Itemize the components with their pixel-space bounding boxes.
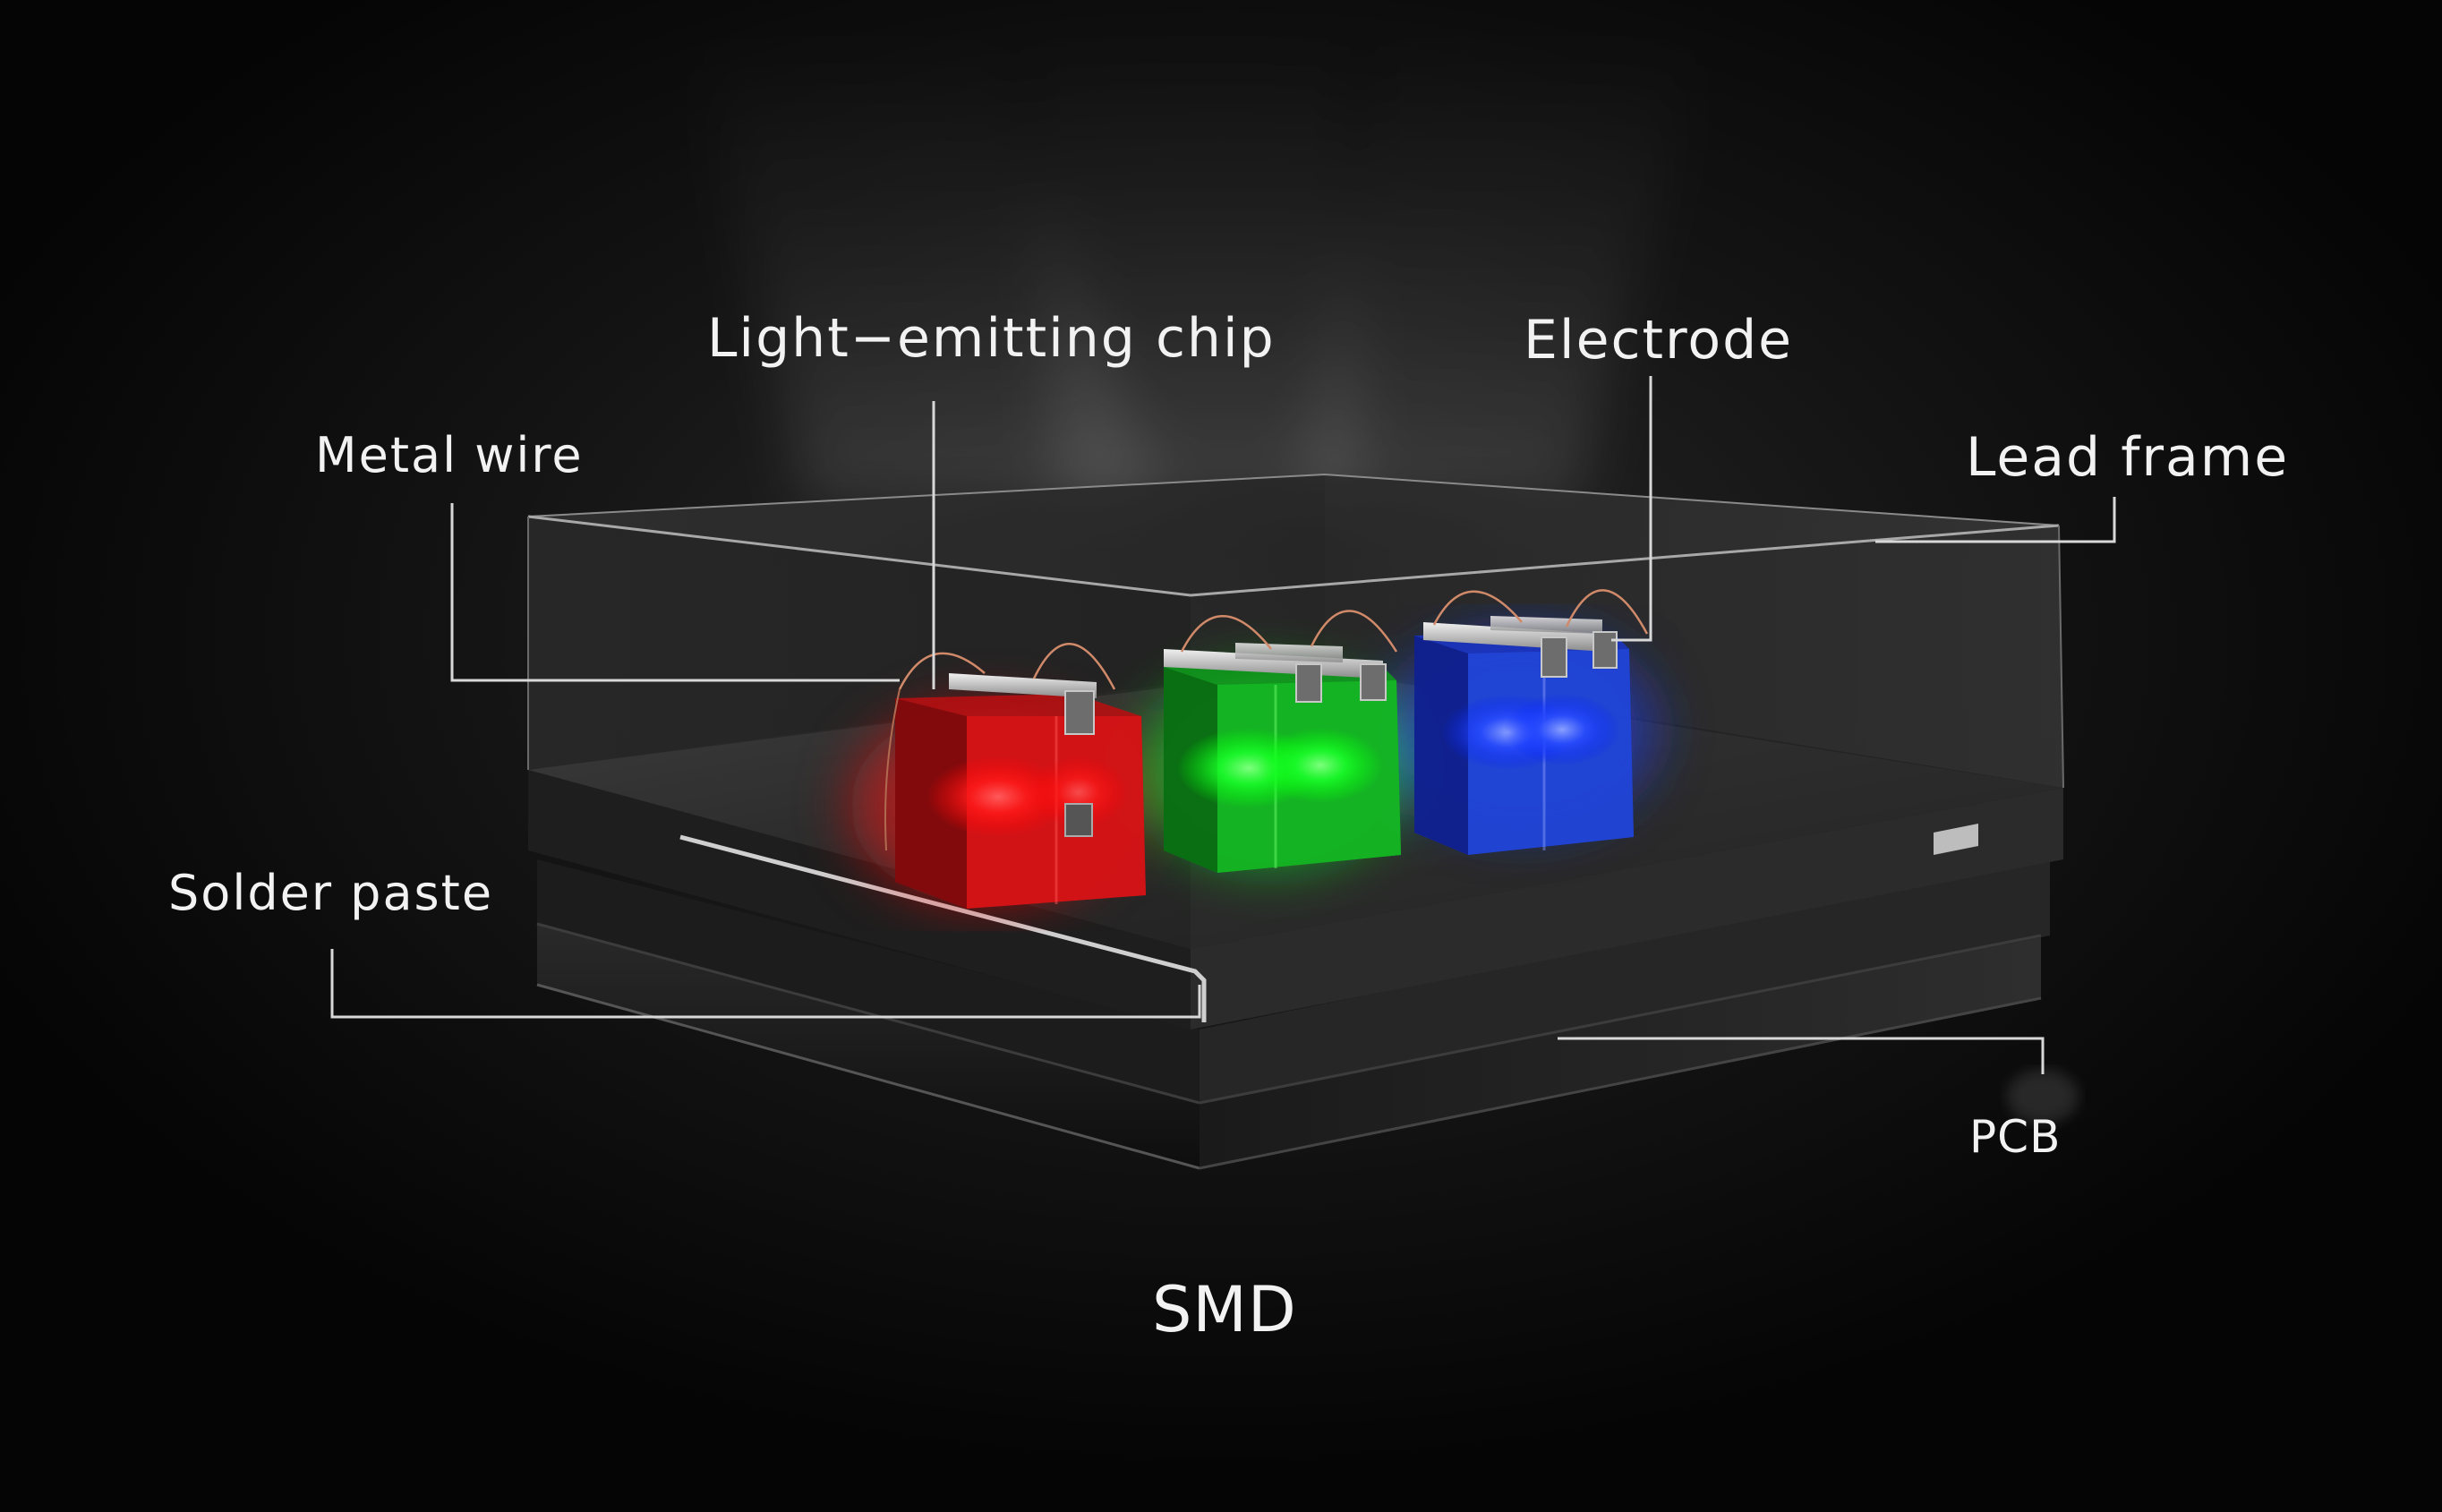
label-electrode: Electrode — [1524, 309, 1794, 372]
label-light-emitting-chip: Light−emitting chip — [707, 307, 1276, 370]
pcb-layers — [536, 855, 2050, 1170]
blue-chip — [1414, 589, 1649, 855]
label-solder-paste: Solder paste — [168, 865, 494, 921]
leader-electrode — [1611, 376, 1652, 642]
label-pcb: PCB — [1969, 1111, 2062, 1163]
label-lead-frame: Lead frame — [1966, 426, 2290, 489]
leader-metal-wire — [450, 503, 900, 682]
diagram-title: SMD — [1152, 1273, 1297, 1346]
leader-solder-paste — [330, 949, 1201, 1019]
leader-lines — [330, 376, 2116, 1074]
label-metal-wire: Metal wire — [315, 427, 584, 483]
red-chip — [884, 643, 1146, 909]
green-chip — [1164, 610, 1401, 873]
leader-pcb — [1558, 1037, 2045, 1074]
light-beams — [698, 36, 1701, 501]
leader-lead-frame — [1875, 497, 2116, 543]
lead-frame-slab — [528, 770, 2063, 1029]
housing-walls — [527, 473, 2064, 949]
pcb-label-glow — [2007, 1070, 2079, 1123]
